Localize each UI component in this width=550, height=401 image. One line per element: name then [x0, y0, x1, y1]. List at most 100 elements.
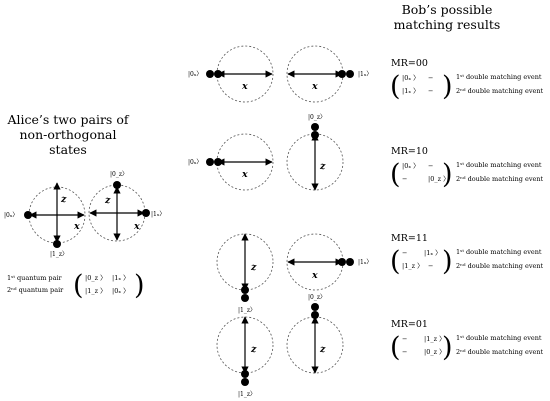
mr10-dot-left-2	[214, 158, 222, 166]
bob-heading-line1: Bob’s possible	[402, 2, 493, 17]
mr11-dot-right-1	[338, 258, 346, 266]
mr00-close-paren: )	[442, 71, 453, 102]
mr01-left-z-label: z	[250, 344, 257, 355]
mr11-r1c2: |1ₓ 〉	[424, 249, 442, 257]
mr00-right-x-label: x	[311, 81, 318, 92]
bob-row-mr01: z |1_z〉 z |0_z〉 MR=01 ( − |1_z 〉 − |0_z …	[216, 294, 544, 398]
alice-heading-line3: states	[49, 142, 87, 157]
alice-heading-line2: non-orthogonal	[20, 127, 117, 142]
mr10-circle-left	[216, 133, 274, 191]
bob-heading-line2: matching results	[394, 17, 501, 32]
mr01-dot-bottom-1	[241, 370, 249, 378]
mr11-title: MR=11	[391, 233, 428, 244]
alice-right-x-label: x	[133, 221, 140, 232]
mr01-event-2: 2ⁿᵈ double matching event	[456, 348, 544, 356]
mr00-left-x-label: x	[241, 81, 248, 92]
alice-matrix-r1c1: |0_z 〉	[85, 274, 107, 282]
alice-ket-1z: |1_z〉	[50, 251, 68, 258]
alice-ket-1x: |1ₓ〉	[151, 211, 165, 218]
mr00-open-paren: (	[390, 71, 401, 102]
alice-pair-1-label: 1ˢᵗ quantum pair	[7, 274, 63, 282]
mr10-dot-top-1	[311, 123, 319, 131]
mr00-ket-1x: |1ₓ〉	[358, 71, 372, 78]
mr01-dot-top-1	[311, 303, 319, 311]
mr10-r1c1: |0ₓ 〉	[402, 162, 420, 170]
mr10-left-x-label: x	[241, 169, 248, 180]
mr11-circle-left	[216, 233, 274, 291]
mr01-dot-bottom-2	[241, 378, 249, 386]
bob-row-mr11: z |1_z〉 x |1ₓ〉 MR=11 ( − |1ₓ 〉 |1_z 〉 − …	[216, 233, 544, 314]
mr11-left-z-label: z	[250, 262, 257, 273]
mr01-title: MR=01	[391, 319, 428, 330]
mr01-open-paren: (	[390, 332, 401, 363]
mr10-close-paren: )	[442, 159, 453, 190]
mr01-ket-0z: |0_z〉	[308, 294, 326, 301]
mr11-r1c1: −	[402, 249, 407, 257]
mr01-r2c1: −	[402, 348, 407, 356]
alice-dot-bottom	[53, 240, 61, 248]
mr01-circle-right	[286, 316, 344, 374]
mr10-right-z-label: z	[319, 161, 326, 172]
alice-heading-line1: Alice’s two pairs of	[7, 112, 130, 127]
mr00-r1c1: |0ₓ 〉	[402, 74, 420, 82]
mr10-event-1: 1ˢᵗ double matching event	[456, 161, 542, 169]
mr00-dot-left-1	[206, 70, 214, 78]
alice-dot-top	[113, 181, 121, 189]
mr11-open-paren: (	[390, 246, 401, 277]
alice-circle-left	[28, 186, 86, 244]
alice-left-x-label: x	[73, 221, 80, 232]
mr00-title: MR=00	[391, 58, 428, 69]
alice-state-diagram: z x |0ₓ〉 |1_z〉 z x |0_z〉 |1ₓ〉	[4, 171, 165, 258]
mr00-event-2: 2ⁿᵈ double matching event	[456, 87, 544, 95]
mr01-dot-top-2	[311, 311, 319, 319]
mr00-dot-right-2	[346, 70, 354, 78]
mr11-dot-right-2	[346, 258, 354, 266]
mr10-circle-right	[286, 133, 344, 191]
alice-ket-0z: |0_z〉	[110, 171, 128, 178]
mr11-event-2: 2ⁿᵈ double matching event	[456, 262, 544, 270]
mr11-event-1: 1ˢᵗ double matching event	[456, 248, 542, 256]
mr00-ket-0x: |0ₓ〉	[188, 71, 202, 78]
mr01-circle-left	[216, 316, 274, 374]
mr00-circle-left	[216, 45, 274, 103]
mr00-r1c2: −	[428, 74, 433, 82]
mr10-title: MR=10	[391, 146, 428, 157]
mr11-ket-1x: |1ₓ〉	[358, 259, 372, 266]
mr10-ket-0z: |0_z〉	[308, 114, 326, 121]
mr11-r2c1: |1_z 〉	[402, 262, 424, 270]
mr01-r1c2: |1_z 〉	[424, 335, 446, 343]
alice-right-z-label: z	[104, 195, 111, 206]
alice-ket-0x: |0ₓ〉	[4, 212, 18, 219]
mr10-r2c1: −	[402, 175, 407, 183]
mr01-r2c2: |0_z 〉	[424, 348, 446, 356]
mr01-close-paren: )	[442, 332, 453, 363]
mr00-event-1: 1ˢᵗ double matching event	[456, 73, 542, 81]
alice-matrix-r2c1: |1_z 〉	[85, 287, 107, 295]
mr01-event-1: 1ˢᵗ double matching event	[456, 334, 542, 342]
mr00-dot-right-1	[338, 70, 346, 78]
mr11-r2c2: −	[428, 262, 433, 270]
mr01-ket-1z: |1_z〉	[238, 391, 256, 398]
mr11-dot-bottom-1	[241, 286, 249, 294]
mr11-ket-1z: |1_z〉	[238, 307, 256, 314]
mr10-dot-top-2	[311, 131, 319, 139]
alice-left-z-label: z	[60, 194, 67, 205]
bob-row-mr00: x |0ₓ〉 x |1ₓ〉 MR=00 ( |0ₓ 〉 − |1ₓ 〉 − ) …	[188, 45, 544, 103]
mr10-r2c2: |0_z 〉	[428, 175, 450, 183]
mr10-r1c2: −	[428, 162, 433, 170]
mr01-r1c1: −	[402, 335, 407, 343]
mr10-dot-left-1	[206, 158, 214, 166]
mr10-open-paren: (	[390, 159, 401, 190]
mr11-right-x-label: x	[311, 270, 318, 281]
alice-matrix-open-paren: (	[73, 270, 84, 301]
alice-pair-2-label: 2ⁿᵈ quantum pair	[7, 286, 64, 294]
mr11-close-paren: )	[442, 246, 453, 277]
mr01-right-z-label: z	[319, 344, 326, 355]
mr11-dot-bottom-2	[241, 294, 249, 302]
alice-dot-right	[142, 209, 150, 217]
alice-matrix-r2c2: |0ₓ 〉	[112, 287, 130, 295]
bob-row-mr10: x |0ₓ〉 z |0_z〉 MR=10 ( |0ₓ 〉 − − |0_z 〉 …	[188, 114, 544, 191]
alice-matrix-r1c2: |1ₓ 〉	[112, 274, 130, 282]
